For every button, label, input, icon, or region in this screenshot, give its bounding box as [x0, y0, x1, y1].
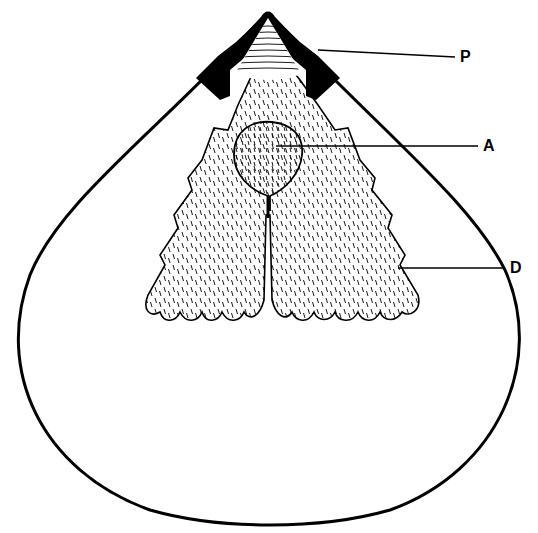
leader-line: [398, 267, 505, 269]
part-label: A: [483, 137, 495, 155]
cone-striations: [222, 26, 314, 70]
leader-line: [276, 145, 478, 147]
seed-outline: [18, 13, 519, 525]
leader-line: [318, 50, 455, 57]
oval-stalk: [267, 196, 270, 218]
part-label: D: [510, 259, 522, 277]
black-cap: [196, 12, 340, 100]
fan-region: [146, 40, 419, 320]
part-label: P: [460, 48, 471, 66]
apex-cone: [234, 18, 302, 80]
